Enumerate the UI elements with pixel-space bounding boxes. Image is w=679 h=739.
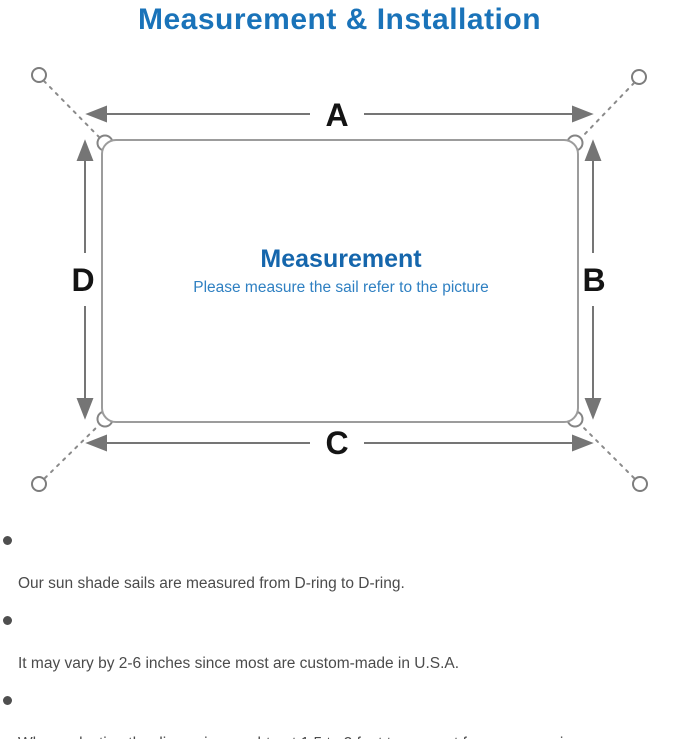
rope-bottom-left	[44, 423, 101, 479]
note-item: Our sun shade sails are measured from D-…	[3, 529, 670, 595]
diagram-center-subtitle: Please measure the sail refer to the pic…	[193, 279, 489, 296]
bullet-icon	[3, 616, 12, 625]
note-item: It may vary by 2-6 inches since most are…	[3, 609, 670, 675]
anchor-ring-top-right-icon	[631, 69, 647, 85]
rope-bottom-right	[579, 423, 635, 479]
page-title: Measurement & Installation	[137, 3, 542, 36]
anchor-ring-bottom-left-icon	[31, 476, 47, 492]
arrowhead-up-icon	[584, 139, 602, 161]
anchor-ring-bottom-right-icon	[632, 476, 648, 492]
arrowhead-left-icon	[85, 105, 107, 123]
arrowhead-down-icon	[584, 398, 602, 420]
arrowhead-up-icon	[76, 139, 94, 161]
arrowhead-left-icon	[85, 434, 107, 452]
dimension-arrow-c	[85, 434, 594, 452]
dimension-label-d: D	[71, 262, 94, 298]
note-text: When selecting the dimensions, subtract …	[18, 735, 581, 739]
rope-top-left	[43, 80, 100, 138]
bullet-icon	[3, 536, 12, 545]
arrowhead-right-icon	[572, 105, 594, 123]
arrowhead-right-icon	[572, 434, 594, 452]
diagram-center-title: Measurement	[260, 245, 422, 273]
rope-top-right	[580, 82, 635, 139]
bullet-icon	[3, 696, 12, 705]
notes-list: Our sun shade sails are measured from D-…	[3, 529, 670, 739]
dimension-label-b: B	[582, 262, 605, 298]
note-text: Our sun shade sails are measured from D-…	[18, 575, 405, 592]
anchor-ring-top-left-icon	[31, 67, 47, 83]
dimension-arrow-a	[85, 105, 594, 123]
dimension-label-c: C	[325, 425, 348, 461]
dimension-arrow-d	[76, 139, 94, 420]
note-text: It may vary by 2-6 inches since most are…	[18, 655, 460, 672]
arrowhead-down-icon	[76, 398, 94, 420]
measurement-diagram: A B C D Measurement Please measure the s…	[31, 67, 648, 492]
note-item: When selecting the dimensions, subtract …	[3, 689, 670, 739]
dimension-arrow-b	[584, 139, 602, 420]
sail-outline	[101, 139, 579, 423]
dimension-label-a: A	[325, 97, 348, 133]
